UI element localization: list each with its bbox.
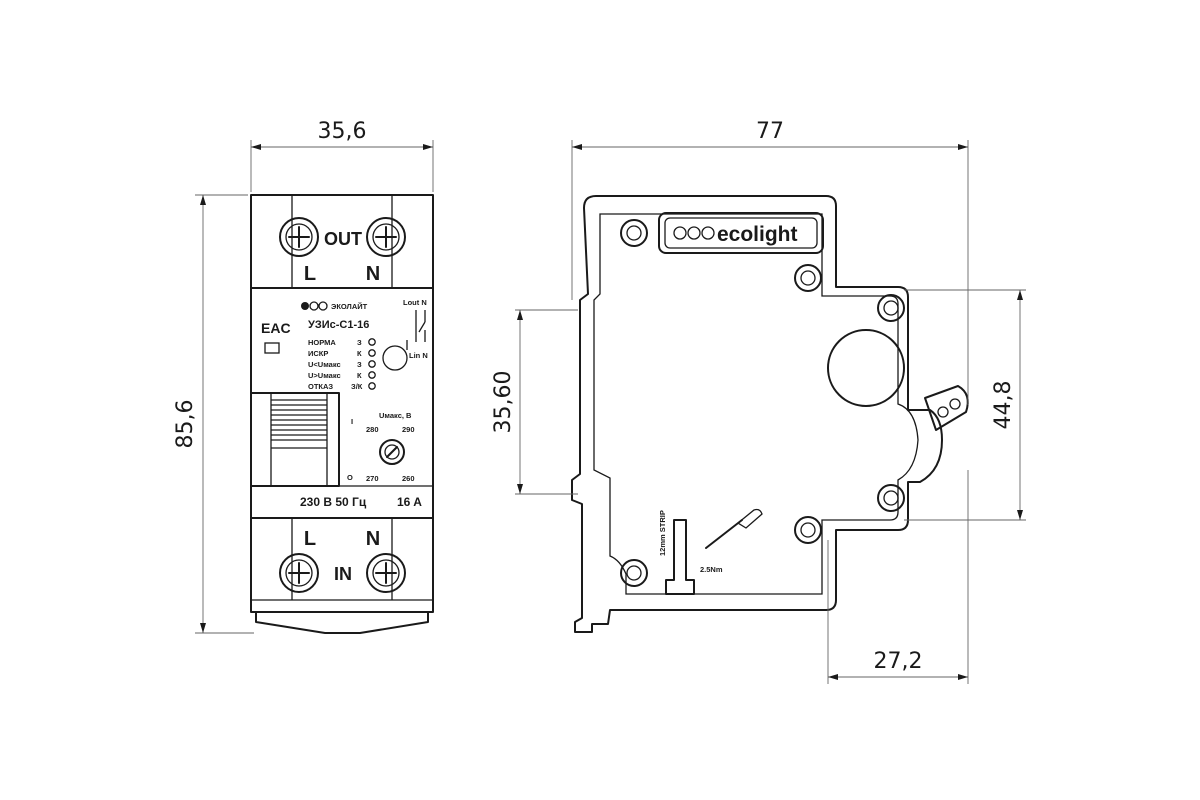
umax-value: 290	[402, 425, 415, 434]
side-view: ecolight 12mm STRIP 2.5Nm	[571, 195, 969, 633]
indicator-name: U<Uмакс	[308, 360, 341, 369]
brand-ring-icon	[701, 226, 715, 240]
indicator-name: ОТКАЗ	[308, 382, 333, 391]
rivet-icon	[620, 559, 648, 587]
terminal-l-bottom: L	[304, 528, 316, 550]
rivet-icon	[877, 484, 905, 512]
indicator-code: К	[357, 371, 362, 380]
strip-label: 12mm STRIP	[658, 510, 667, 556]
on-mark: I	[351, 417, 353, 426]
indicator-code: З	[357, 360, 362, 369]
svg-text:Lout N: Lout N	[403, 298, 427, 307]
indicator-name: U>Uмакс	[308, 371, 341, 380]
voltage-selector-dial[interactable]	[379, 439, 405, 465]
screw-icon	[279, 553, 319, 593]
umax-value: 270	[366, 474, 379, 483]
side-body-outline	[571, 195, 943, 633]
screw-icon	[366, 217, 406, 257]
dim-front-height: 85,6	[173, 400, 198, 449]
screw-icon	[366, 553, 406, 593]
led-icon	[368, 349, 376, 357]
in-label: IN	[334, 564, 352, 584]
model-label: УЗИс-С1-16	[308, 319, 369, 331]
brand-ring-icon	[687, 226, 701, 240]
screwdriver-icon	[705, 508, 763, 549]
front-brand: ЭКОЛАЙТ	[331, 302, 368, 311]
dim-rail-height: 35,60	[491, 371, 516, 434]
indicator-code: З	[357, 338, 362, 347]
rivet-icon	[620, 219, 648, 247]
toggle-lever[interactable]	[250, 342, 340, 487]
front-view: OUT IN L N L N ЭКОЛАЙТ УЗИс-С1-16 EAC НО…	[250, 194, 434, 634]
brand-ring-icon	[673, 226, 687, 240]
off-mark: O	[347, 473, 353, 482]
side-inner-outline	[593, 213, 919, 595]
svg-text:Lin N: Lin N	[409, 351, 428, 360]
out-label: OUT	[324, 229, 362, 249]
cable-entry-icon	[827, 329, 905, 407]
front-body-outline	[250, 194, 434, 613]
front-dimensions: 35,6 85,6	[173, 119, 434, 634]
indicator-code: К	[357, 349, 362, 358]
rivet-icon	[794, 264, 822, 292]
current-label: 16 A	[397, 495, 422, 509]
terminal-n-top: N	[366, 263, 380, 285]
led-icon	[368, 338, 376, 346]
brand-logo-icon	[301, 301, 328, 311]
dim-side-width: 77	[756, 119, 784, 144]
terminal-n-bottom: N	[366, 528, 380, 550]
dim-body-height: 44,8	[991, 381, 1016, 430]
dim-front-width: 35,6	[318, 119, 367, 144]
indicator-name: ИСКР	[308, 349, 328, 358]
brand-plate: ecolight	[658, 212, 824, 254]
led-icon	[368, 360, 376, 368]
led-icon	[368, 382, 376, 390]
side-brand: ecolight	[717, 223, 798, 246]
rating-label: 230 В 50 Гц	[300, 495, 367, 509]
lever-ribs-icon	[271, 399, 327, 441]
front-bottom-clip	[255, 611, 429, 634]
strip-gauge: 12mm STRIP	[658, 510, 695, 595]
indicator-name: НОРМА	[308, 338, 336, 347]
side-dial-icon	[924, 385, 969, 431]
umax-label: Uмакс, В	[379, 411, 412, 420]
side-dimensions: 77 35,60 44,8 27,2	[491, 119, 1026, 684]
terminal-l-top: L	[304, 263, 316, 285]
rivet-icon	[877, 294, 905, 322]
led-icon	[368, 371, 376, 379]
dim-depth-lower: 27,2	[874, 649, 923, 674]
indicator-code: З/К	[351, 382, 363, 391]
indicator-table: НОРМА З ИСКР К U<Uмакс З U>Uмакс К ОТКАЗ…	[308, 338, 376, 391]
wiring-schematic-icon: Lout N Lin N	[382, 298, 428, 371]
umax-value: 280	[366, 425, 379, 434]
umax-value: 260	[402, 474, 415, 483]
rivet-icon	[794, 516, 822, 544]
screw-icon	[279, 217, 319, 257]
torque-label: 2.5Nm	[700, 565, 723, 574]
eac-mark: EAC	[261, 320, 291, 336]
